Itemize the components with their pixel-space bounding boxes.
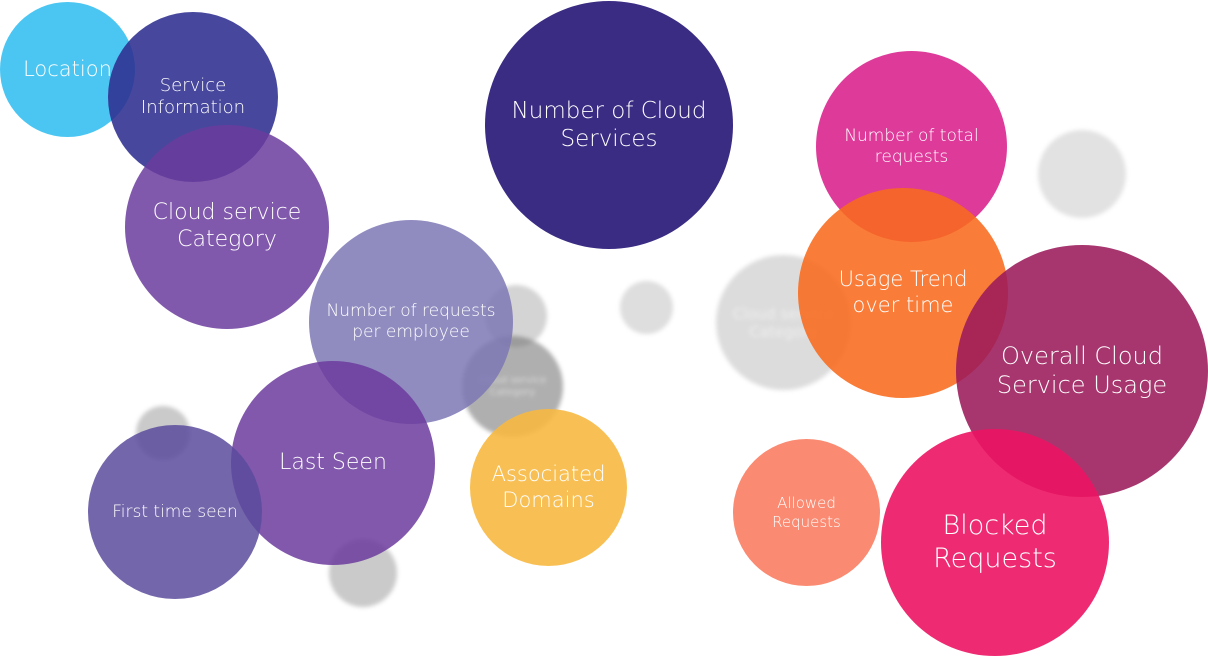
ghost-bubble-top-right — [1038, 130, 1126, 218]
first-time-seen-bubble: First time seen — [88, 425, 262, 599]
last-seen-label: Last Seen — [279, 449, 387, 475]
allowed-requests-label: Allowed Requests — [772, 494, 841, 531]
number-of-requests-per-employee-label: Number of requests per employee — [326, 301, 496, 342]
number-of-cloud-services-bubble: Number of Cloud Services — [485, 1, 733, 249]
associated-domains-label: Associated Domains — [491, 461, 606, 512]
blocked-requests-label: Blocked Requests — [933, 509, 1057, 574]
last-seen-bubble: Last Seen — [231, 361, 435, 565]
overall-cloud-service-usage-label: Overall Cloud Service Usage — [996, 341, 1168, 399]
usage-trend-over-time-label: Usage Trend over time — [838, 267, 968, 317]
number-of-requests-per-employee-bubble: Number of requests per employee — [309, 220, 513, 424]
associated-domains-bubble: Associated Domains — [470, 409, 627, 566]
blocked-requests-bubble: Blocked Requests — [881, 429, 1109, 656]
service-information-label: Service Information — [140, 75, 246, 118]
ghost-bubble-small-center — [620, 281, 673, 334]
number-of-cloud-services-label: Number of Cloud Services — [511, 97, 707, 152]
cloud-service-category-bubble: Cloud service Category — [125, 125, 329, 329]
location-label: Location — [23, 56, 112, 81]
allowed-requests-bubble: Allowed Requests — [733, 439, 880, 586]
first-time-seen-label: First time seen — [112, 501, 238, 522]
cloud-service-category-label: Cloud service Category — [152, 200, 302, 252]
number-of-total-requests-label: Number of total requests — [844, 125, 979, 167]
